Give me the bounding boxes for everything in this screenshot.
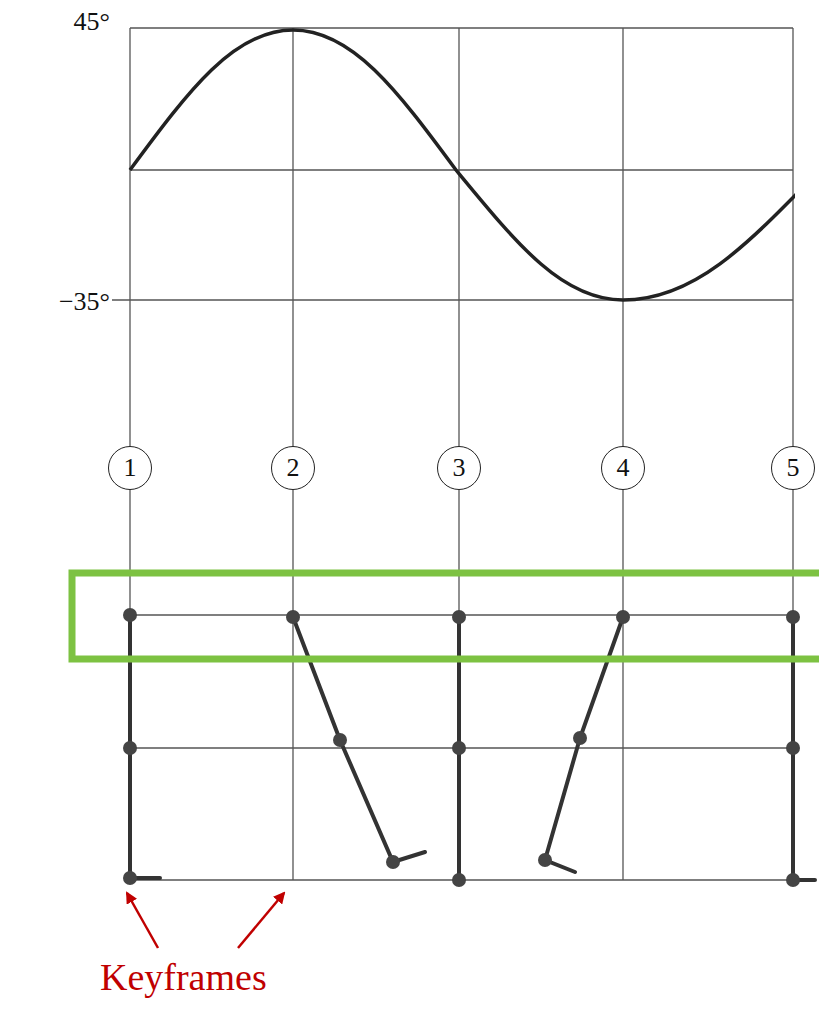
angle-label: 45°	[72, 9, 112, 35]
angle-curve	[130, 30, 795, 300]
frame-number: 4	[617, 455, 630, 481]
frame-number: 2	[287, 455, 300, 481]
frame-number-circle: 3	[437, 446, 481, 490]
frame-number: 3	[453, 455, 466, 481]
highlight-box	[72, 573, 819, 659]
frame-number: 5	[787, 455, 800, 481]
leg-poses	[130, 615, 815, 880]
joint-dots	[123, 608, 800, 887]
angle-label: −35°	[57, 289, 112, 315]
annotation-text: Keyframes	[100, 958, 267, 996]
keyframe-arrows	[127, 893, 284, 948]
frame-number-circle: 4	[601, 446, 645, 490]
frame-number: 1	[124, 455, 137, 481]
grid	[112, 28, 793, 880]
frame-number-circle: 2	[271, 446, 315, 490]
frame-number-circle: 5	[771, 446, 815, 490]
frame-number-circle: 1	[108, 446, 152, 490]
